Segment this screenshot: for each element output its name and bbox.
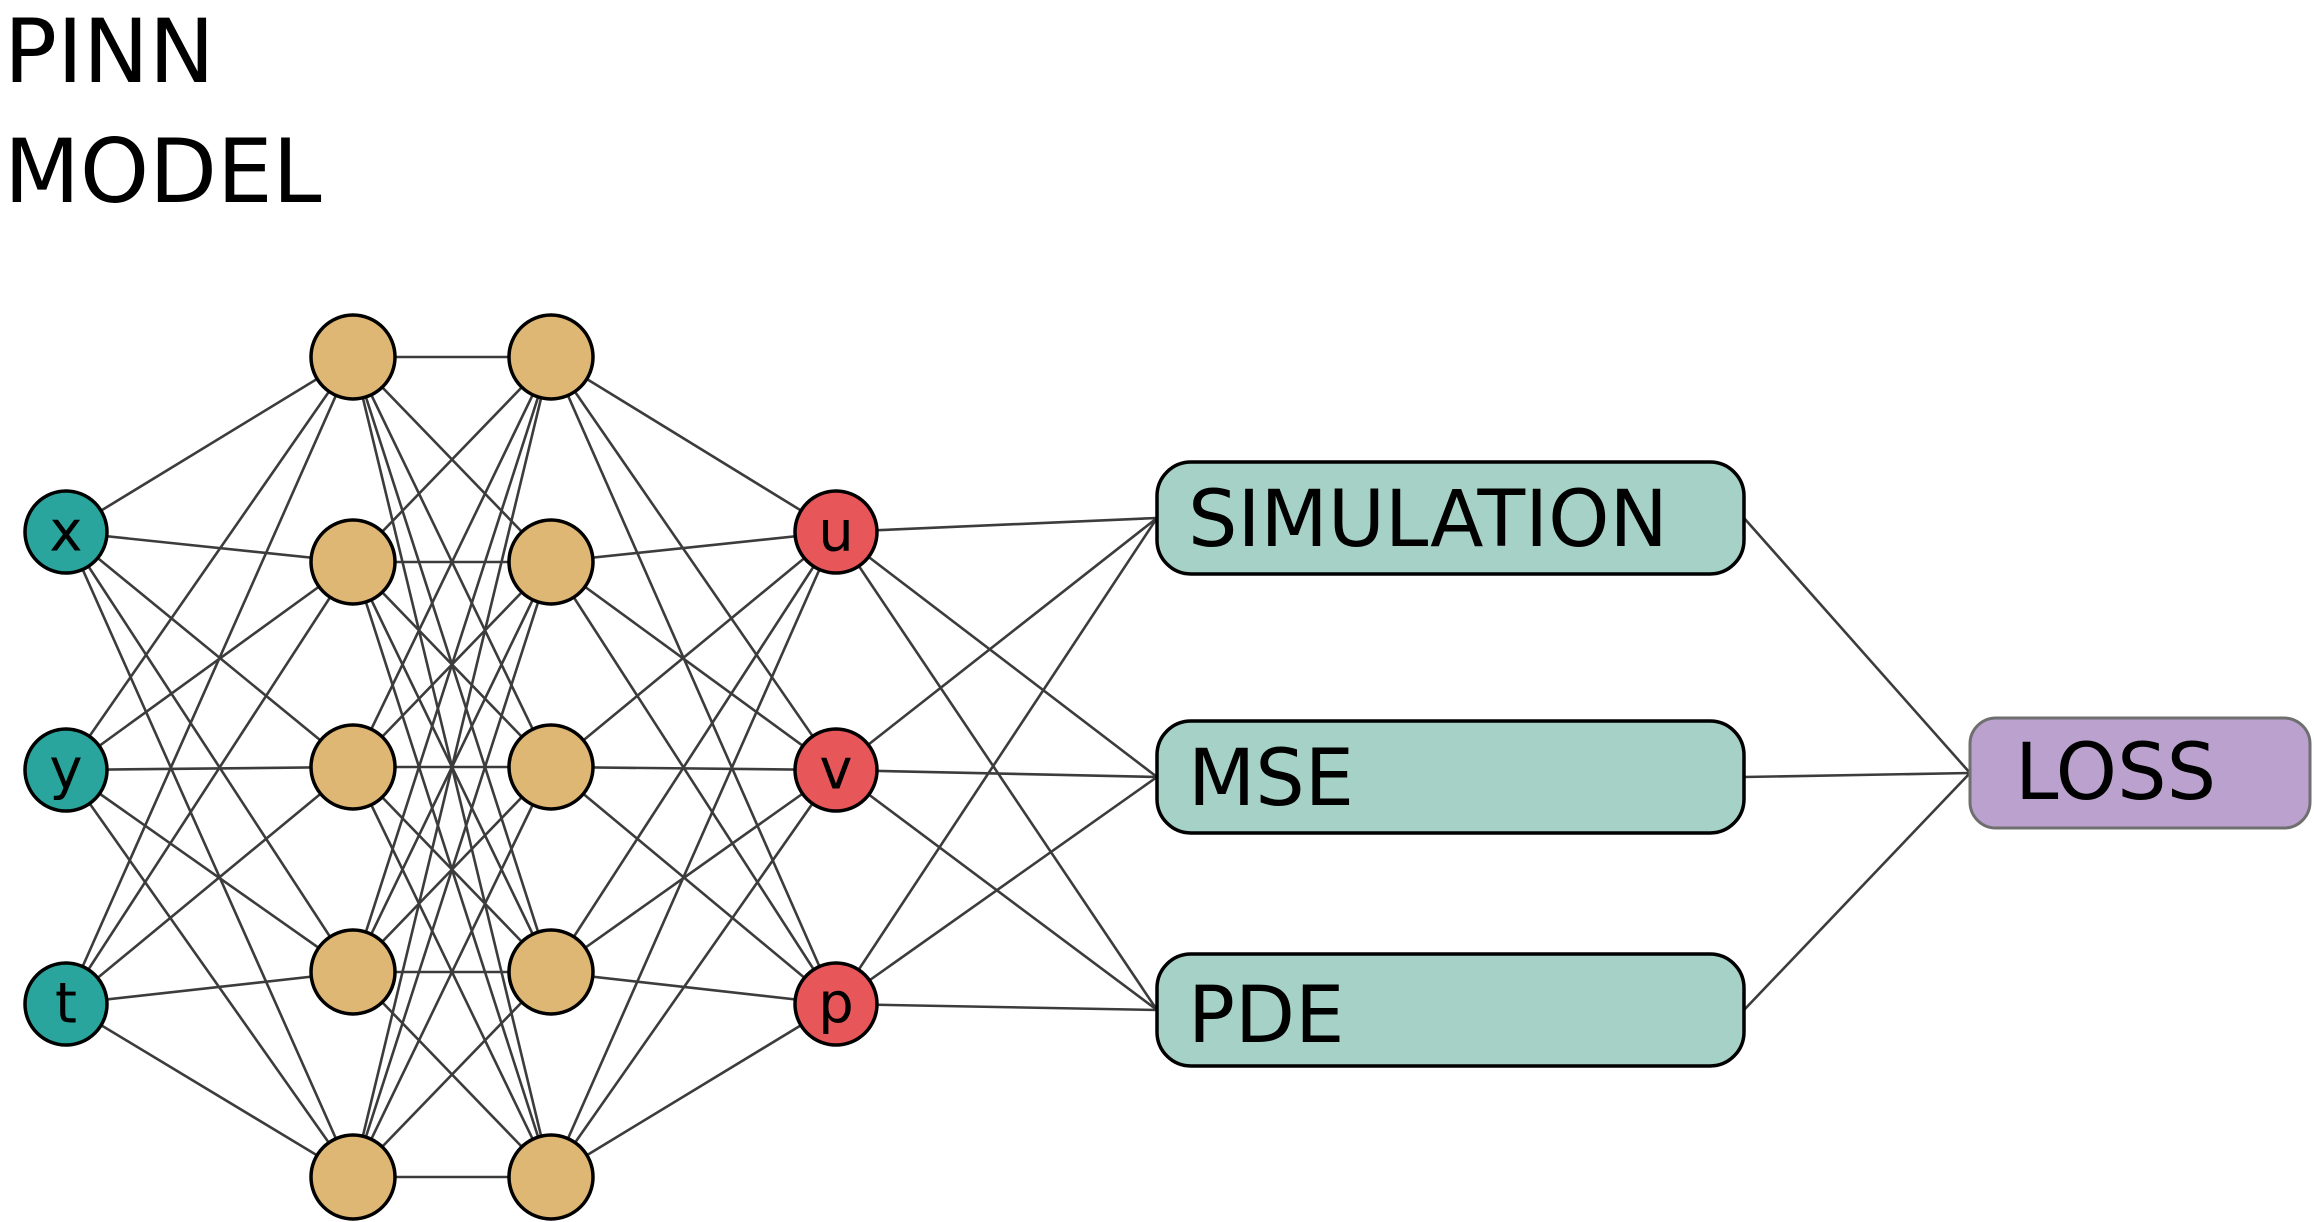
input-node-x: x [23,489,109,575]
edge-hidden2-to-output [550,768,837,974]
hidden-node [309,313,397,401]
output-node-v: v [793,727,879,813]
input-layer: x y t [23,489,109,1047]
input-node-label: t [55,972,77,1037]
input-node-label: x [49,500,82,565]
edge-loss-term-to-loss [1743,771,1971,779]
pde-label: PDE [1188,971,1344,1061]
input-node-label: y [49,738,82,803]
edge-hidden2-to-output [550,765,837,772]
edge-hidden2-to-output [549,769,838,1178]
edge-input-to-hidden1 [65,530,354,564]
connection-edges [64,355,1971,1179]
edge-output-to-loss-term [835,516,1158,772]
edge-hidden2-to-output [550,530,837,769]
hidden-node [507,313,595,401]
output-node-label: p [818,972,854,1037]
edge-hidden1-to-hidden2 [351,356,553,973]
hidden-node [309,928,397,1016]
edge-hidden1-to-hidden2 [351,356,553,768]
output-node-label: v [819,738,852,803]
input-node-t: t [23,961,109,1047]
loss-label: LOSS [2015,728,2216,818]
output-node-label: u [818,500,854,565]
simulation-box: SIMULATION [1155,460,1746,576]
edge-hidden2-to-output [549,531,838,1178]
output-node-p: p [793,961,879,1047]
mse-label: MSE [1188,734,1354,824]
edge-hidden1-to-hidden2 [352,971,552,1178]
edge-input-to-hidden1 [64,531,355,1178]
edge-input-to-hidden1 [65,530,354,769]
edge-input-to-hidden1 [65,1002,354,1179]
edge-hidden2-to-output [550,766,837,1005]
pde-box: PDE [1155,952,1746,1068]
edge-output-to-loss-term [834,531,1159,1011]
loss-box: LOSS [1968,716,2312,830]
hidden-node [507,518,595,606]
edge-output-to-loss-term [835,516,1158,534]
title-line-2: MODEL [4,120,322,223]
edge-input-to-hidden1 [64,561,355,1005]
simulation-label: SIMULATION [1188,475,1668,565]
edge-input-to-hidden1 [65,560,354,772]
edge-hidden2-to-output [550,530,837,564]
edge-output-to-loss-term [835,1002,1158,1012]
hidden-node [507,723,595,811]
edge-hidden1-to-hidden2 [351,561,553,1178]
hidden-node [507,1133,595,1221]
hidden-layer-1 [309,313,397,1221]
edge-output-to-loss-term [835,530,1158,779]
hidden-node [309,1133,397,1221]
edge-hidden2-to-output [549,561,838,1005]
edge-input-to-hidden1 [64,356,355,1005]
edge-hidden2-to-output [549,531,838,973]
edge-loss-term-to-loss [1743,772,1971,1011]
edge-hidden1-to-hidden2 [351,356,553,1178]
output-layer: u v p [793,489,879,1047]
hidden-layer-2 [507,313,595,1221]
edge-input-to-hidden1 [64,769,355,1178]
hidden-node [507,928,595,1016]
edge-input-to-hidden1 [65,768,354,974]
edge-output-to-loss-term [835,768,1158,779]
input-node-y: y [23,727,109,813]
edge-input-to-hidden1 [65,765,354,1006]
edge-input-to-hidden1 [65,765,354,772]
edge-hidden2-to-output [550,970,837,1006]
edge-output-to-loss-term [834,517,1159,1005]
loss-terms: SIMULATION MSE PDE [1155,460,1746,1068]
title-line-1: PINN [4,0,215,103]
output-node-u: u [793,489,879,575]
edge-hidden1-to-hidden2 [352,356,552,563]
edge-loss-term-to-loss [1743,517,1971,774]
edge-input-to-hidden1 [64,531,355,973]
hidden-node [309,518,397,606]
edge-hidden2-to-output [550,355,837,534]
edge-input-to-hidden1 [65,970,354,1006]
hidden-node [309,723,397,811]
edge-hidden2-to-output [550,560,837,772]
edge-hidden1-to-hidden2 [351,766,553,1178]
edge-hidden2-to-output [549,356,838,771]
edge-hidden2-to-output [549,356,838,1005]
mse-box: MSE [1155,719,1746,835]
edge-output-to-loss-term [835,775,1158,1006]
edge-input-to-hidden1 [65,355,354,534]
edge-input-to-hidden1 [64,356,355,771]
edge-hidden2-to-output [550,1002,837,1179]
